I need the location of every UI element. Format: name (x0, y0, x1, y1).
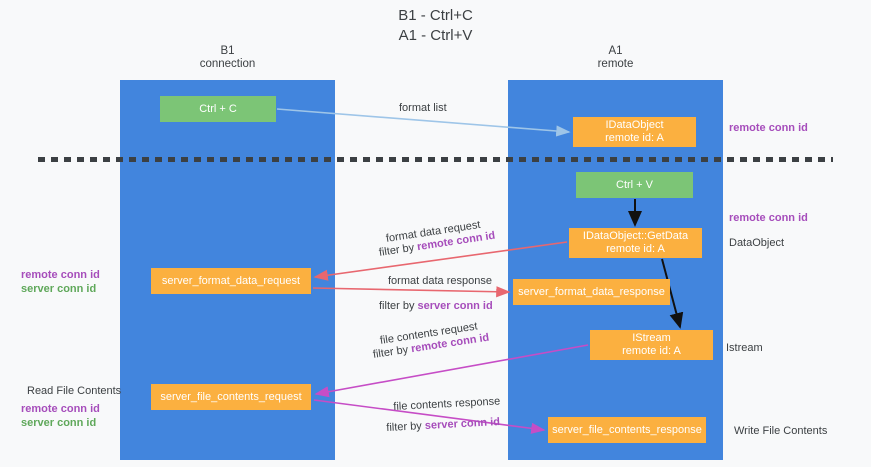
node-server-file-contents-response[interactable]: server_file_contents_response (548, 417, 706, 443)
annotation-istream: Istream (726, 342, 763, 354)
node-ctrl-v[interactable]: Ctrl + V (576, 172, 693, 198)
filter-prefix: filter by (386, 419, 426, 434)
arrow-format-data-request (313, 241, 568, 281)
annotation-dataobject: DataObject (729, 237, 785, 249)
arrow-file-contents-request (314, 344, 589, 398)
edge-label-format-list: format list (399, 102, 447, 114)
page-title: B1 - Ctrl+C A1 - Ctrl+V (398, 7, 473, 44)
arrow-format-data-response (312, 286, 511, 298)
edge-label-format-data-response-filter: filter by server conn id (379, 299, 493, 313)
node-ctrl-c[interactable]: Ctrl + C (160, 96, 276, 122)
annotation-read-file-contents: Read File Contents (27, 385, 122, 397)
annotation-server-conn-id: server conn id (21, 283, 97, 295)
node-istream[interactable]: IStream remote id: A (590, 330, 713, 360)
arrow-file-contents-response (313, 399, 546, 434)
filter-prefix: filter by (379, 300, 418, 312)
node-server-format-data-request[interactable]: server_format_data_request (151, 268, 311, 294)
annotation-remote-conn-id: remote conn id (21, 403, 100, 415)
annotation-conn-ids-upper: remote conn id server conn id (21, 268, 100, 296)
annotation-conn-ids-lower: remote conn id server conn id (21, 402, 100, 430)
filter-value-server-conn-id: server conn id (417, 300, 493, 312)
annotation-remote-conn-id-top: remote conn id (729, 122, 808, 134)
arrow-format-list (276, 108, 571, 137)
filter-value-server-conn-id: server conn id (424, 416, 501, 432)
arrow-getdata-to-istream (661, 258, 684, 329)
edge-label-format-data-response: format data response (388, 275, 492, 287)
annotation-write-file-contents: Write File Contents (734, 425, 828, 437)
node-idataobject-getdata[interactable]: IDataObject::GetData remote id: A (569, 228, 702, 258)
lane-heading-b1: B1 connection (199, 45, 256, 70)
phase-divider (38, 157, 833, 162)
annotation-remote-conn-id-mid: remote conn id (729, 212, 808, 224)
node-server-file-contents-request[interactable]: server_file_contents_request (151, 384, 311, 410)
lane-heading-a1: A1 remote (597, 45, 634, 70)
node-idataobject[interactable]: IDataObject remote id: A (573, 117, 696, 147)
annotation-server-conn-id: server conn id (21, 417, 97, 429)
node-server-format-data-response[interactable]: server_format_data_response (513, 279, 670, 305)
annotation-remote-conn-id: remote conn id (21, 269, 100, 281)
